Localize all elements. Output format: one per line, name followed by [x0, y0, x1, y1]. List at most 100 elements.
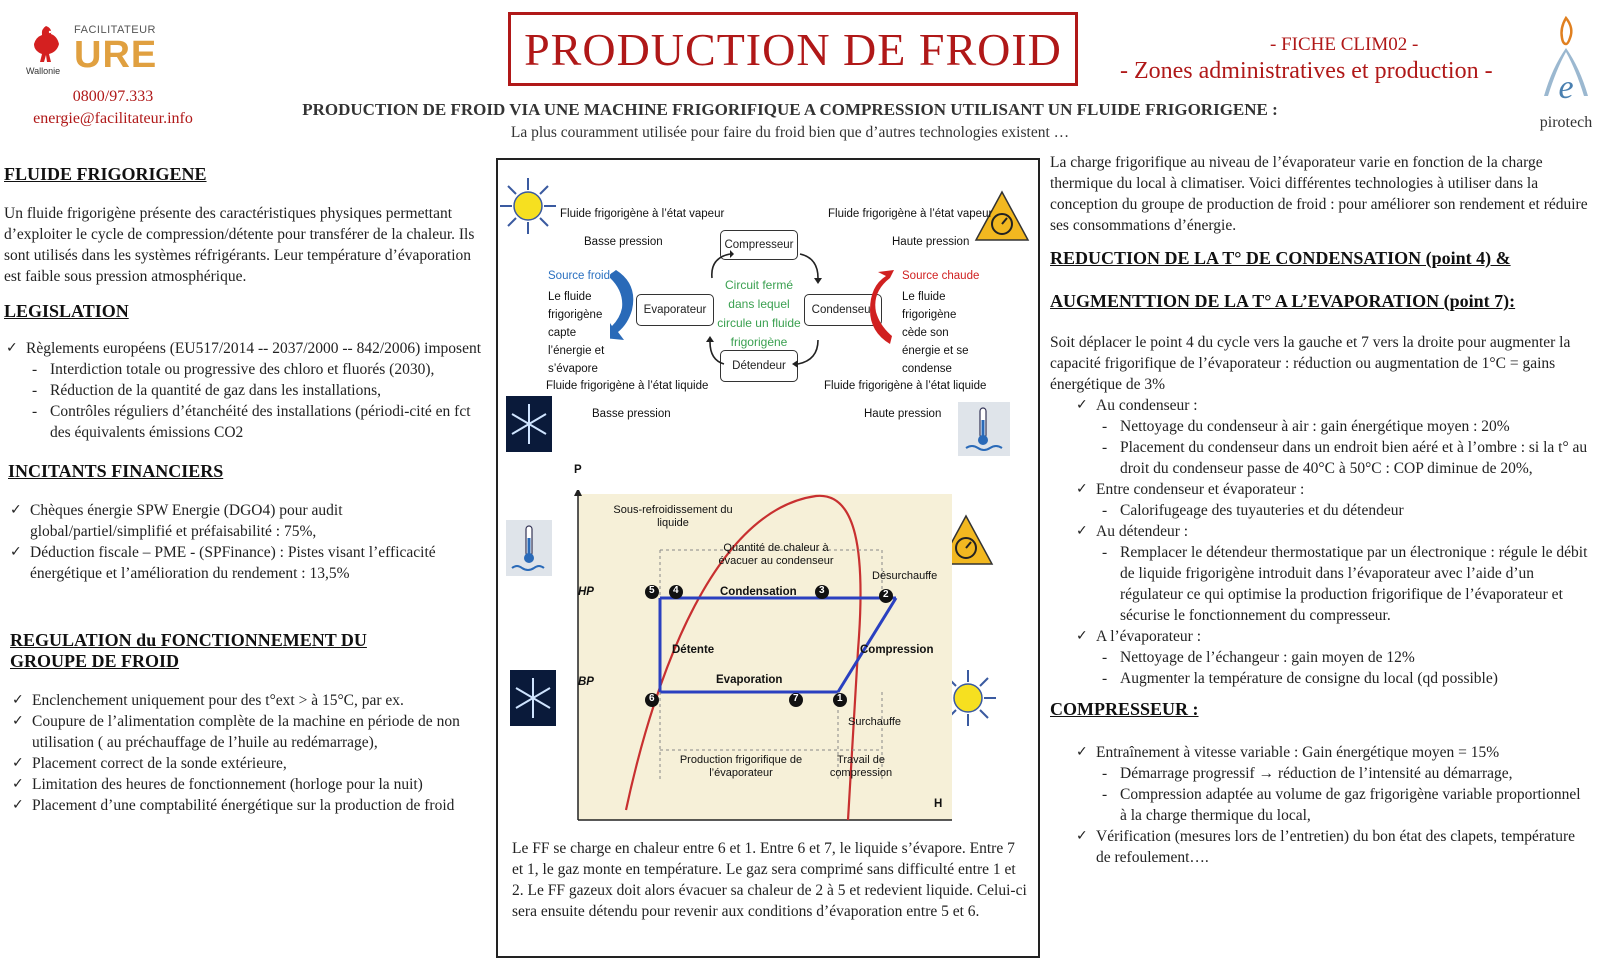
compresseur-heading: COMPRESSEUR : — [1050, 699, 1199, 719]
red-arrow-icon — [870, 270, 894, 344]
high-pressure-label-2: Haute pression — [864, 408, 942, 420]
fiche-code: - FICHE CLIM02 - — [1270, 34, 1419, 55]
list-item: Déduction fiscale – PME - (SPFinance) : … — [8, 542, 484, 584]
ph-diagram — [574, 490, 952, 821]
list-item: Placement du condenseur dans un endroit … — [1096, 437, 1590, 479]
diagram-caption: Le FF se charge en chaleur entre 6 et 1.… — [512, 840, 1027, 920]
main-subtitle: PRODUCTION DE FROID VIA UNE MACHINE FRIG… — [302, 100, 1278, 119]
list-item: Compression adaptée au volume de gaz fri… — [1096, 784, 1590, 826]
source-chaude-text: Le fluide frigorigène cède son énergie e… — [902, 291, 969, 375]
list-item: Entre condenseur et évaporateur : Calori… — [1074, 479, 1590, 521]
list-item: Nettoyage du condenseur à air : gain éne… — [1096, 416, 1590, 437]
vapor-right-label: Fluide frigorigène à l’état vapeur — [828, 208, 993, 220]
list-item: Démarrage progressif → réduction de l’in… — [1096, 763, 1590, 784]
bp-label: BP — [578, 676, 594, 688]
list-item: Interdiction totale ou progressive des c… — [26, 359, 484, 380]
desurchauffe-label: Désurchauffe — [872, 570, 938, 582]
list-item: Placement correct de la sonde extérieure… — [10, 753, 472, 774]
secondary-subtitle: La plus couramment utilisée pour faire d… — [510, 124, 1070, 141]
h-axis-label: H — [934, 798, 943, 810]
evaporation-label: Evaporation — [716, 674, 783, 686]
list-item: Limitation des heures de fonctionnement … — [10, 774, 472, 795]
quantite-chaleur-label: Quantité de chaleur à évacuer au condens… — [718, 542, 834, 567]
detente-label: Détente — [672, 644, 715, 656]
surchauffe-label: Surchauffe — [848, 716, 902, 728]
point-7: 7 — [793, 693, 799, 704]
email-link[interactable]: energie@facilitateur.info — [33, 110, 193, 127]
logo-facilitateur-text: FACILITATEUR — [74, 24, 156, 36]
point-6: 6 — [649, 693, 655, 704]
list-item: Calorifugeage des tuyauteries et du déte… — [1096, 500, 1590, 521]
point-3: 3 — [819, 585, 825, 596]
diagram-panel: Fluide frigorigène à l’état vapeur Fluid… — [496, 158, 1040, 958]
fluide-text: Un fluide frigorigène présente des carac… — [4, 205, 475, 285]
sun-icon — [500, 178, 556, 234]
point-5: 5 — [649, 585, 655, 596]
high-pressure-label: Haute pression — [892, 236, 970, 248]
cycle-arrows — [706, 250, 822, 368]
source-chaude-label: Source chaude — [902, 270, 980, 282]
list-item: Chèques énergie SPW Energie (DGO4) pour … — [8, 500, 484, 542]
thermometer-icon-2 — [506, 520, 552, 576]
legislation-list: Règlements européens (EU517/2014 -- 2037… — [4, 338, 484, 443]
list-item: Vérification (mesures lors de l’entretie… — [1074, 826, 1590, 868]
detendeur-box: Détendeur — [720, 350, 798, 382]
logo-ure-text: URE — [74, 34, 158, 76]
list-item: Placement d’une comptabilité énergétique… — [10, 795, 472, 816]
list-item: Remplacer le détendeur thermostatique pa… — [1096, 542, 1590, 626]
page-title: PRODUCTION DE FROID — [524, 23, 1062, 75]
list-item: Nettoyage de l’échangeur : gain moyen de… — [1096, 647, 1590, 668]
production-frigorifique-label: Production frigorifique de l’évaporateur — [679, 754, 803, 779]
regulation-list: Enclenchement uniquement pour des t°ext … — [10, 690, 472, 816]
list-item: Enclenchement uniquement pour des t°ext … — [10, 690, 472, 711]
pressure-warning-icon — [974, 190, 1030, 241]
pressure-warning-icon-2 — [938, 514, 994, 565]
pirotech-text: pirotech — [1539, 114, 1593, 131]
p-axis-label: P — [574, 464, 582, 476]
snowflake-icon — [506, 396, 552, 452]
point-1: 1 — [837, 693, 843, 704]
liquid-left-label: Fluide frigorigène à l’état liquide — [546, 380, 709, 392]
condenseur-box: Condenseur — [804, 294, 882, 326]
circuit-label: Circuit fermé dans lequel circule un flu… — [717, 278, 801, 349]
list-item: Augmenter la température de consigne du … — [1096, 668, 1590, 689]
right-column: La charge frigorifique au niveau de l’év… — [1050, 152, 1590, 868]
svg-text:e: e — [1558, 69, 1573, 106]
page-title-box: PRODUCTION DE FROID — [508, 12, 1078, 86]
list-item: A l’évaporateur : Nettoyage de l’échange… — [1074, 626, 1590, 689]
incitants-heading: INCITANTS FINANCIERS — [8, 461, 224, 481]
source-froide-label: Source froide — [548, 270, 617, 282]
compresseur-list: Entraînement à vitesse variable : Gain é… — [1074, 742, 1590, 868]
optimisation-list: Au condenseur : Nettoyage du condenseur … — [1074, 395, 1590, 689]
list-item: Au détendeur : Remplacer le détendeur th… — [1074, 521, 1590, 626]
low-pressure-label-2: Basse pression — [592, 408, 671, 420]
list-item: Entraînement à vitesse variable : Gain é… — [1074, 742, 1590, 826]
regulation-heading: REGULATION du FONCTIONNEMENT DU GROUPE D… — [10, 630, 367, 671]
vapor-left-label: Fluide frigorigène à l’état vapeur — [560, 208, 725, 220]
thermometer-icon — [958, 402, 1010, 456]
point-4: 4 — [673, 585, 679, 596]
legislation-heading: LEGISLATION — [4, 301, 129, 321]
point-2: 2 — [883, 589, 889, 600]
facilitateur-ure-logo: FACILITATEUR URE Wallonie — [26, 22, 176, 78]
wallonie-rooster-icon — [34, 26, 59, 62]
pirotech-logo: e pirotech — [1540, 14, 1592, 134]
augmentation-heading: AUGMENTTION DE LA T° A L’EVAPORATION (po… — [1050, 291, 1516, 311]
flame-icon: e — [1544, 15, 1588, 106]
hp-label: HP — [578, 586, 594, 598]
reduction-heading: REDUCTION DE LA T° DE CONDENSATION (poin… — [1050, 248, 1511, 268]
fluide-heading: FLUIDE FRIGORIGENE — [4, 164, 207, 184]
intro-text: La charge frigorifique au niveau de l’év… — [1050, 154, 1588, 234]
travail-compression-label: Travail de compression — [829, 754, 893, 779]
list-item: Règlements européens (EU517/2014 -- 2037… — [4, 338, 484, 443]
phone-number: 0800/97.333 — [72, 88, 154, 105]
incitants-list: Chèques énergie SPW Energie (DGO4) pour … — [8, 500, 484, 584]
list-item: Réduction de la quantité de gaz dans les… — [26, 380, 484, 401]
sous-refroidissement-label: Sous-refroidissement du liquide — [613, 504, 733, 529]
evaporateur-box: Evaporateur — [636, 294, 714, 326]
condensation-label: Condensation — [720, 586, 797, 598]
logo-region-text: Wallonie — [26, 66, 61, 76]
list-item: Contrôles réguliers d’étanchéité des ins… — [26, 401, 484, 443]
zones-subtitle: - Zones administratives et production - — [1120, 58, 1493, 84]
snowflake-icon-2 — [510, 670, 556, 726]
